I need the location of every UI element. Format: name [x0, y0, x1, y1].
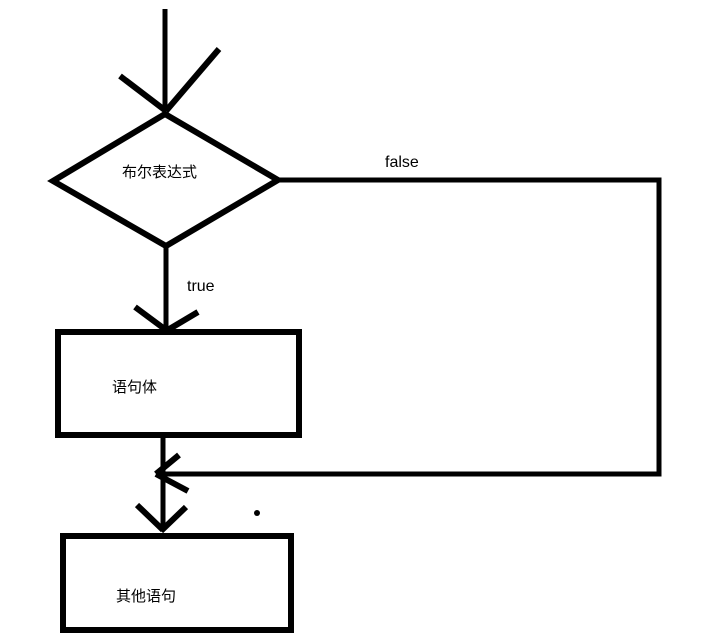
true-arrowhead-left-stroke: [133, 304, 168, 333]
next-rect: [60, 533, 294, 633]
decision-diamond: [47, 110, 284, 250]
true-edge: true: [133, 246, 215, 337]
connector-arrowhead-left-stroke: [134, 502, 166, 533]
false-edge-path: [159, 177, 662, 477]
true-edge-label: true: [187, 278, 215, 295]
body-label: 语句体: [112, 379, 157, 396]
false-edge-label: false: [385, 154, 419, 171]
body-node: 语句体: [55, 329, 302, 438]
connector-arrowhead-right-stroke: [158, 504, 189, 534]
connector-edge: [134, 438, 189, 534]
false-arrowhead-upper-stroke: [154, 452, 181, 477]
entry-arrowhead-right-stroke: [163, 47, 222, 113]
next-node: 其他语句: [60, 533, 294, 633]
stray-dot: [254, 510, 260, 516]
entry-arrowhead-left-stroke: [118, 73, 168, 114]
body-rect: [55, 329, 302, 438]
decision-label: 布尔表达式: [122, 164, 197, 181]
entry-arrow: [118, 9, 222, 114]
decision-node: 布尔表达式: [47, 110, 284, 250]
next-label: 其他语句: [116, 588, 176, 605]
